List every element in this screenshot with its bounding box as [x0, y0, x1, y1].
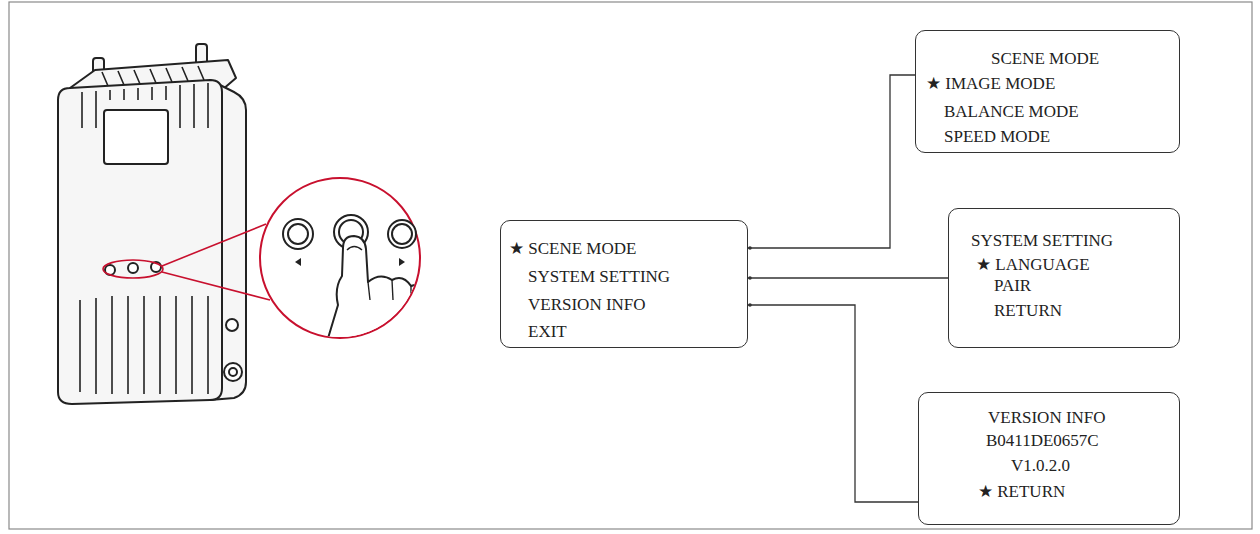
- main-menu-box: ★ SCENE MODE SYSTEM SETTING VERSION INFO EX…: [500, 220, 748, 348]
- menu-title: SYSTEM SETTING: [971, 231, 1113, 251]
- menu-item: PAIR: [994, 276, 1031, 296]
- menu-connector: [748, 277, 948, 278]
- menu-item: EXIT: [528, 322, 567, 342]
- pressing-hand: [326, 236, 434, 345]
- connector-dot: [748, 303, 752, 307]
- menu-item: RETURN: [994, 301, 1062, 321]
- menu-item: SYSTEM SETTING: [528, 267, 670, 287]
- transmitter-device: [58, 44, 246, 404]
- menu-item: ★ LANGUAGE: [976, 255, 1090, 275]
- button-zoom-callout: [260, 178, 434, 345]
- submenu-box: SYSTEM SETTING ★ LANGUAGEPAIR RETURN: [948, 208, 1180, 348]
- submenu-box: VERSION INFO B0411DE0657C V1.0.2.0 ★ RETURN: [918, 392, 1180, 525]
- submenu-box: SCENE MODE ★ IMAGE MODE BALANCE MODE SPEED …: [915, 30, 1180, 153]
- zoom-leader-lines: [103, 224, 270, 300]
- connector-dot: [748, 276, 752, 280]
- menu-item: BALANCE MODE: [944, 102, 1079, 122]
- menu-item: SPEED MODE: [944, 127, 1050, 147]
- menu-item: VERSION INFO: [528, 295, 646, 315]
- menu-item: ★ IMAGE MODE: [926, 74, 1055, 94]
- menu-item: V1.0.2.0: [1011, 456, 1070, 476]
- connector-dot: [748, 246, 752, 250]
- menu-item: B0411DE0657C: [986, 431, 1099, 451]
- menu-item: ★ SCENE MODE: [509, 239, 636, 259]
- menu-title: SCENE MODE: [991, 49, 1099, 69]
- menu-connector: [748, 75, 915, 248]
- menu-title: VERSION INFO: [988, 408, 1106, 428]
- outer-frame: [9, 2, 1252, 529]
- menu-connector: [748, 305, 918, 502]
- menu-item: ★ RETURN: [978, 482, 1065, 502]
